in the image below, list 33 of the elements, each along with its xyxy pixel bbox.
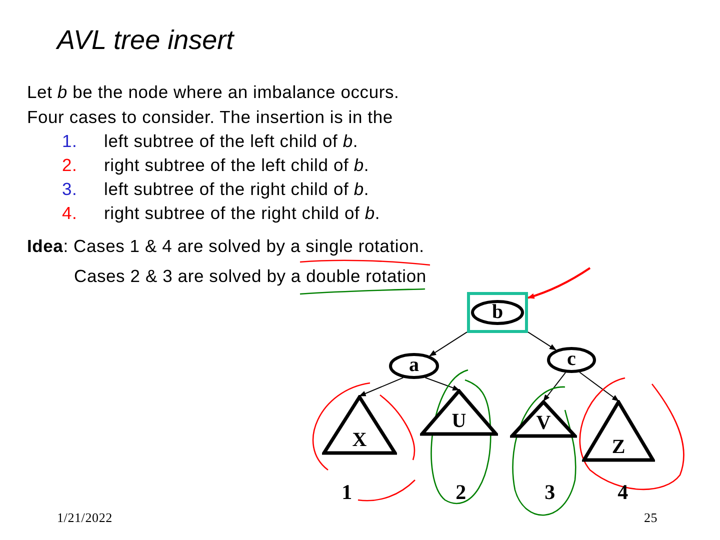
list-number: 3. [62,179,78,199]
body-text: Let b be the node where an imbalance occurs. [27,82,400,102]
tree-node: c [547,347,596,373]
arrow [358,377,404,396]
body-text: left subtree of the right child of b. [104,179,370,199]
subtree-triangle: X [322,395,397,455]
tree-node: a [389,353,439,379]
highlighted-tree-node: b [467,292,528,333]
case-number: 2 [456,482,466,502]
case-number: 1 [342,482,352,502]
subtree-triangle: Z [582,400,655,462]
case-number: 4 [618,482,628,502]
body-text: Idea: Cases 1 & 4 are solved by a single rotation. [27,236,424,256]
case-number: 3 [544,482,556,502]
arrow [528,332,556,350]
subtree-triangle: U [420,389,498,436]
subtree-triangle: V [510,400,577,438]
body-text: Cases 2 & 3 are solved by a double rotation [74,266,426,286]
body-text: Four cases to consider. The insertion is in the [27,107,393,127]
footer-text: 1/21/2022 [57,509,112,527]
arrow [543,372,566,402]
list-number: 2. [62,155,78,175]
arrow [429,332,468,356]
arrow [424,377,460,390]
list-number: 4. [62,203,78,223]
hand-drawn-arrow [527,267,591,299]
list-number: 1. [62,131,78,151]
body-text: right subtree of the left child of b. [104,155,370,175]
body-text: left subtree of the left child of b. [104,131,358,151]
footer-text: 25 [644,509,658,527]
arrow [579,372,620,402]
body-text: right subtree of the right child of b. [104,203,380,223]
slide-title: AVL tree insert [57,24,234,56]
